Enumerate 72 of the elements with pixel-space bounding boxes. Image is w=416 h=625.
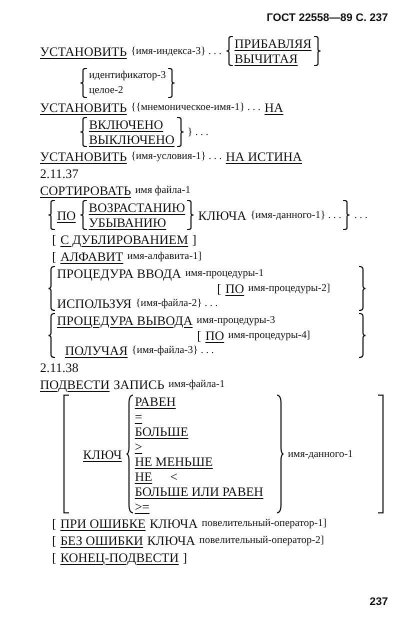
keyword: ИСПОЛЬЗУЯ <box>57 296 132 311</box>
page-number: 237 <box>370 596 388 608</box>
keyword: БЕЗ ОШИБКИ <box>60 533 144 548</box>
keyword: = <box>134 409 142 424</box>
section-number: 2.11.38 <box>40 360 79 375</box>
keyword: КЛЮЧА <box>150 516 198 531</box>
parameter-name: имя-файла-1 <box>168 378 225 392</box>
keyword: ВОЗРАСТАНИЮ <box>88 200 186 215</box>
keyword: БОЛЬШЕ <box>134 424 188 439</box>
keyword: > <box>134 439 142 454</box>
parameter-name: повелительный-оператор-1] <box>202 517 326 531</box>
parameter-name: имя-данного-1 <box>288 448 353 462</box>
keyword: УБЫВАНИЮ <box>88 215 166 230</box>
keyword: ПРИ ОШИБКЕ <box>60 516 146 531</box>
keyword: ВКЛЮЧЕНО <box>89 117 164 132</box>
keyword: КЛЮЧ <box>83 446 122 462</box>
keyword: РАВЕН <box>134 394 176 409</box>
page-header: ГОСТ 22558—89 С. 237 <box>266 12 388 24</box>
bracket-sign: [ <box>52 249 56 264</box>
parameter-name: {имя-условия-1} . . . <box>130 150 222 164</box>
keyword: НЕ МЕНЬШЕ <box>134 454 213 469</box>
parameter-name: {имя-индекса-3} . . . <box>130 44 222 58</box>
section-number: 2.11.37 <box>40 166 79 181</box>
keyword: УСТАНОВИТЬ <box>40 44 127 58</box>
keyword: ПОДВЕСТИ <box>40 377 110 392</box>
parameter-name: имя-процедуры-2] <box>248 282 330 296</box>
keyword: ПОЛУЧАЯ <box>65 343 128 358</box>
parameter-name: {{мнемоническое-имя-1} . . . <box>130 101 261 115</box>
parameter-name: целое-2 <box>89 84 124 98</box>
keyword: С ДУБЛИРОВАНИЕМ <box>60 232 188 247</box>
keyword: ПО <box>225 281 244 296</box>
bracket-sign: [ <box>197 328 202 343</box>
parameter-name: . . . <box>354 208 368 222</box>
keyword: ЗАПИСЬ <box>114 377 164 392</box>
keyword: ВЫКЛЮЧЕНО <box>89 132 175 147</box>
keyword: БОЛЬШЕ ИЛИ РАВЕН <box>134 484 264 499</box>
keyword: УСТАНОВИТЬ <box>40 100 127 115</box>
parameter-name: {имя-файла-3} . . . <box>132 344 214 358</box>
keyword: УСТАНОВИТЬ <box>40 149 127 164</box>
keyword: НА ИСТИНА <box>226 149 302 164</box>
parameter-name: имя-процедуры-3 <box>196 314 276 328</box>
keyword: < <box>170 469 178 484</box>
parameter-name: идентификатор-3 <box>89 69 166 83</box>
keyword: ПО <box>57 208 76 222</box>
bracket-sign: [ <box>52 516 56 531</box>
bracket-sign: [ <box>52 533 56 548</box>
keyword: ПРОЦЕДУРА ВВОДА <box>57 266 182 281</box>
keyword: КОНЕЦ-ПОДВЕСТИ <box>60 550 179 565</box>
bracket-sign: [ <box>52 232 56 247</box>
keyword: ПО <box>205 328 224 343</box>
keyword: ПРИБАВЛЯЯ <box>234 36 312 51</box>
parameter-name: {имя-данного-1} . . . <box>250 208 342 222</box>
bracket-sign: [ <box>52 550 56 565</box>
keyword: СОРТИРОВАТЬ <box>40 183 132 198</box>
parameter-name: имя файла-1 <box>135 184 191 198</box>
parameter-name: имя-процедуры-4] <box>228 329 310 343</box>
keyword: КЛЮЧА <box>198 208 246 222</box>
keyword: НА <box>264 100 284 115</box>
parameter-name: {имя-файла-2} . . . <box>136 297 218 311</box>
keyword: АЛФАВИТ <box>60 249 124 264</box>
keyword: ПРОЦЕДУРА ВЫВОДА <box>57 313 193 328</box>
bracket-sign: ] <box>192 232 196 247</box>
keyword: НЕ <box>134 469 152 484</box>
parameter-name: повелительный-оператор-2] <box>199 534 324 548</box>
parameter-name: } . . . <box>188 126 208 140</box>
keyword: >= <box>134 499 150 514</box>
bracket-sign: ] <box>182 550 188 565</box>
keyword: КЛЮЧА <box>147 533 196 548</box>
bracket-sign: [ <box>217 281 222 296</box>
parameter-name: имя-процедуры-1 <box>185 267 264 281</box>
parameter-name: имя-алфавита-1] <box>127 250 202 264</box>
keyword: ВЫЧИТАЯ <box>234 51 298 66</box>
